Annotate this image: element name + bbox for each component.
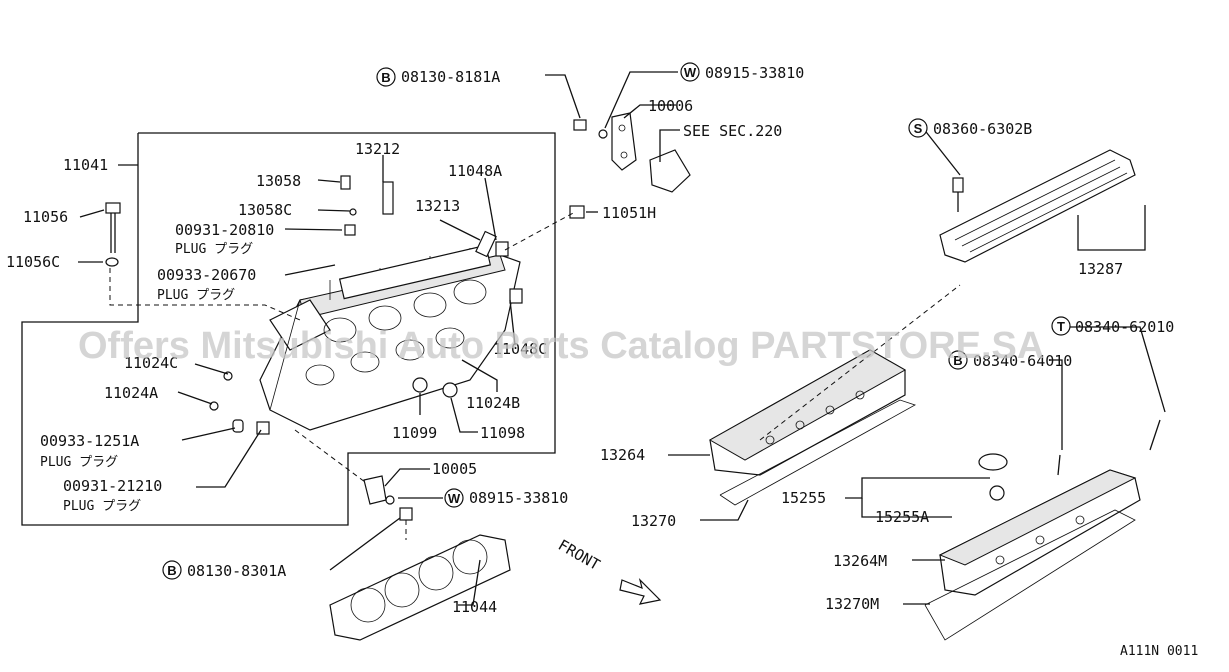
label-11024A[interactable]: 11024A — [104, 384, 158, 402]
label-00931-21210[interactable]: 00931-21210 — [63, 477, 162, 495]
label-15255[interactable]: 15255 — [781, 489, 826, 507]
label-08340-64010[interactable]: 08340-64010 — [973, 352, 1072, 370]
label-plug-2: PLUG プラグ — [157, 288, 235, 303]
svg-text:W: W — [448, 491, 461, 506]
svg-text:B: B — [167, 563, 176, 578]
svg-text:B: B — [381, 70, 390, 85]
svg-text:B: B — [953, 353, 962, 368]
label-front: FRONT — [555, 536, 603, 574]
label-08915-33810-bottom[interactable]: 08915-33810 — [469, 489, 568, 507]
label-13264[interactable]: 13264 — [600, 446, 645, 464]
circled-T: T — [1051, 316, 1071, 336]
label-13058C[interactable]: 13058C — [238, 201, 292, 219]
small-parts-drawing — [209, 175, 585, 435]
label-11099[interactable]: 11099 — [392, 424, 437, 442]
label-plug-3: PLUG プラグ — [40, 455, 118, 470]
label-10006[interactable]: 10006 — [648, 97, 693, 115]
label-see-sec-220[interactable]: SEE SEC.220 — [683, 122, 782, 140]
label-11098[interactable]: 11098 — [480, 424, 525, 442]
label-08130-8181A[interactable]: 08130-8181A — [401, 68, 500, 86]
label-08915-33810-top[interactable]: 08915-33810 — [705, 64, 804, 82]
label-11056[interactable]: 11056 — [23, 208, 68, 226]
bracket-10006-drawing — [573, 112, 691, 193]
label-11024C[interactable]: 11024C — [124, 354, 178, 372]
front-arrow — [619, 578, 662, 605]
label-13287[interactable]: 13287 — [1078, 260, 1123, 278]
label-13212[interactable]: 13212 — [355, 140, 400, 158]
bracket-10005-drawing — [294, 429, 395, 505]
circled-B-bottom: B — [162, 560, 182, 580]
ignition-cover-13287-drawing — [939, 149, 1136, 263]
label-11051H[interactable]: 11051H — [602, 204, 656, 222]
label-11048A[interactable]: 11048A — [448, 162, 502, 180]
label-plug-4: PLUG プラグ — [63, 499, 141, 514]
circled-B-right: B — [948, 350, 968, 370]
label-11041[interactable]: 11041 — [63, 156, 108, 174]
cylinder-head-group-frame — [21, 132, 556, 526]
label-15255A[interactable]: 15255A — [875, 508, 929, 526]
label-13270[interactable]: 13270 — [631, 512, 676, 530]
label-13264M[interactable]: 13264M — [833, 552, 887, 570]
circled-W-top: W — [680, 62, 700, 82]
leader-lines — [78, 71, 1166, 606]
label-13058[interactable]: 13058 — [256, 172, 301, 190]
label-00933-1251A[interactable]: 00933-1251A — [40, 432, 139, 450]
svg-text:W: W — [684, 65, 697, 80]
head-gasket-drawing — [329, 507, 511, 641]
circled-W-bottom: W — [444, 488, 464, 508]
label-00931-20810[interactable]: 00931-20810 — [175, 221, 274, 239]
diagram-code: A111N 0011 — [1120, 644, 1198, 659]
cylinder-head-drawing — [259, 244, 521, 431]
label-10005[interactable]: 10005 — [432, 460, 477, 478]
rocker-cover-13264-drawing — [708, 284, 961, 506]
label-08130-8301A[interactable]: 08130-8301A — [187, 562, 286, 580]
circled-B-top: B — [376, 67, 396, 87]
label-11024B[interactable]: 11024B — [466, 394, 520, 412]
watermark: Offers Mitsubishi Auto Parts Catalog PAR… — [78, 325, 1044, 367]
label-13213[interactable]: 13213 — [415, 197, 460, 215]
circled-S: S — [908, 118, 928, 138]
bolt-11056-drawing — [105, 202, 301, 321]
svg-text:T: T — [1057, 319, 1065, 334]
svg-text:S: S — [914, 121, 923, 136]
label-00933-20670[interactable]: 00933-20670 — [157, 266, 256, 284]
label-11044[interactable]: 11044 — [452, 598, 497, 616]
label-11048C[interactable]: 11048C — [493, 340, 547, 358]
label-plug-1: PLUG プラグ — [175, 242, 253, 257]
label-08360-6302B[interactable]: 08360-6302B — [933, 120, 1032, 138]
rocker-cover-13264M-drawing — [924, 419, 1161, 641]
label-11056C[interactable]: 11056C — [6, 253, 60, 271]
label-13270M[interactable]: 13270M — [825, 595, 879, 613]
label-08340-62010[interactable]: 08340-62010 — [1075, 318, 1174, 336]
